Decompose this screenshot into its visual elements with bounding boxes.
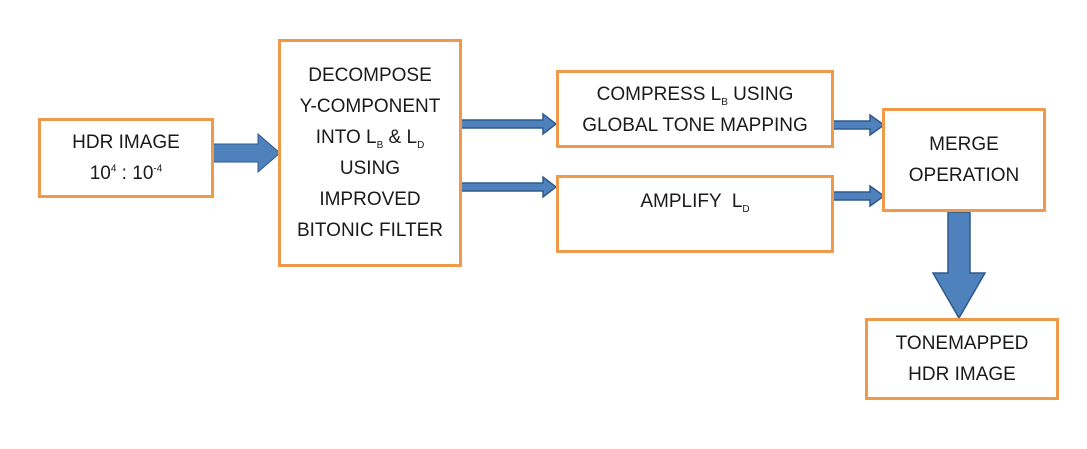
decompose-line-5: IMPROVED — [319, 189, 421, 210]
merge-line-1: MERGE — [929, 134, 999, 155]
merge-box: MERGE OPERATION — [882, 108, 1046, 212]
decompose-line-6: BITONIC FILTER — [296, 220, 444, 241]
decompose-box: DECOMPOSE Y-COMPONENT INTO LB & LD USING… — [278, 39, 462, 267]
tonemapped-line-1: TONEMAPPED — [895, 333, 1029, 354]
amplify-box: AMPLIFY LD — [556, 175, 834, 253]
arrow-hdr-to-decompose — [212, 132, 281, 174]
decompose-line-4: USING — [339, 158, 401, 179]
hdr-image-box: HDR IMAGE 104 : 10-4 — [38, 118, 214, 198]
compress-line-2: GLOBAL TONE MAPPING — [582, 115, 808, 136]
arrow-decompose-to-amplify — [459, 175, 558, 199]
amplify-label: AMPLIFY LD — [640, 191, 750, 215]
compress-box: COMPRESS LB USING GLOBAL TONE MAPPING — [556, 70, 834, 148]
dynamic-range-label: 104 : 10-4 — [89, 163, 163, 184]
arrow-compress-to-merge — [832, 113, 886, 137]
arrow-amplify-to-merge — [832, 184, 886, 208]
hdr-image-label: HDR IMAGE — [72, 132, 180, 153]
compress-line-1: COMPRESS LB USING — [596, 84, 794, 108]
decompose-line-2: Y-COMPONENT — [299, 96, 441, 117]
tonemapped-box: TONEMAPPED HDR IMAGE — [865, 318, 1059, 400]
arrow-decompose-to-compress — [459, 112, 558, 136]
merge-line-2: OPERATION — [908, 165, 1020, 186]
arrow-merge-to-tonemapped — [931, 211, 987, 320]
tonemapped-line-2: HDR IMAGE — [908, 364, 1016, 385]
decompose-line-1: DECOMPOSE — [308, 65, 432, 86]
decompose-line-3: INTO LB & LD — [315, 127, 425, 151]
